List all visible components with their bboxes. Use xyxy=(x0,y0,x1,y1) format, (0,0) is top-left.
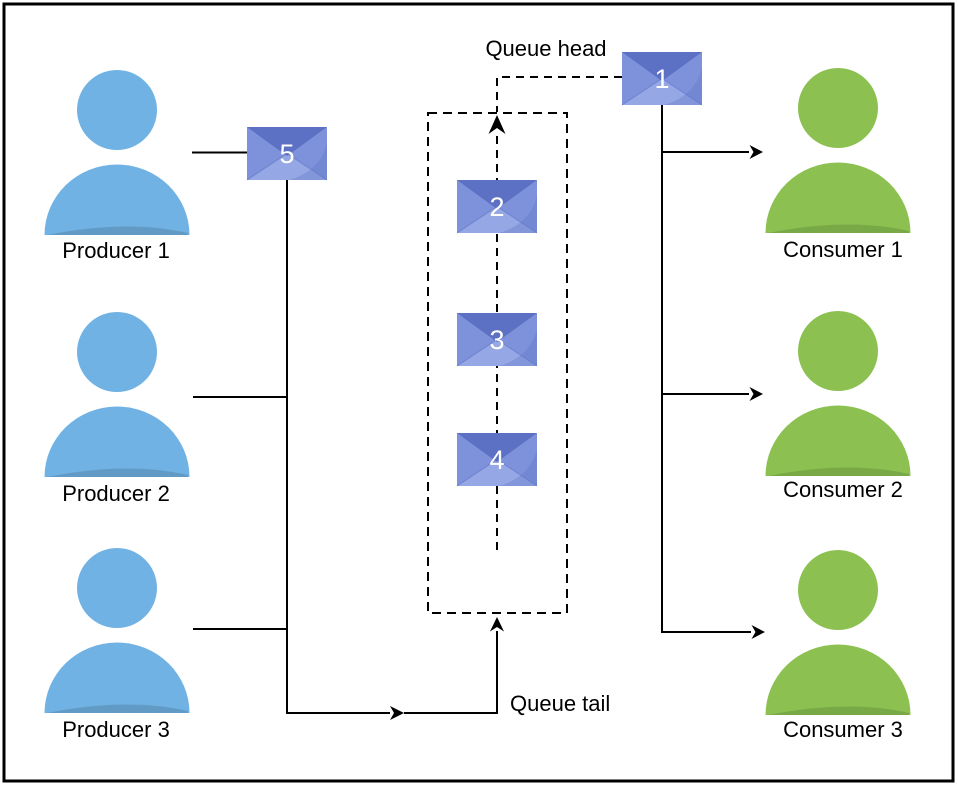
queue-head-dashed-connector xyxy=(496,76,622,112)
envelope-1: 1 xyxy=(621,51,703,106)
connector-queue-head-stem xyxy=(661,103,765,639)
envelope-number: 3 xyxy=(489,325,504,355)
producer-icon xyxy=(44,312,190,477)
producer-1-label: Producer 1 xyxy=(62,238,170,263)
envelope-number: 5 xyxy=(279,139,294,169)
consumer-2: Consumer 2 xyxy=(765,311,911,502)
envelope-5: 5 xyxy=(246,126,328,181)
arrow-to-consumer3-icon xyxy=(751,625,765,639)
queue-box xyxy=(427,76,622,614)
producer-1: Producer 1 xyxy=(44,70,190,263)
consumer-1-label: Consumer 1 xyxy=(783,237,903,262)
queue-boundary xyxy=(427,112,568,614)
producer-icon xyxy=(44,548,190,713)
consumer-3: Consumer 3 xyxy=(765,550,911,742)
consumer-3-label: Consumer 3 xyxy=(783,717,903,742)
consumer-1: Consumer 1 xyxy=(765,68,911,262)
envelope-4: 4 xyxy=(456,432,538,487)
producer-2-label: Producer 2 xyxy=(62,481,170,506)
producer-3-label: Producer 3 xyxy=(62,717,170,742)
connector-to-queue-tail xyxy=(404,617,504,714)
arrow-to-consumer1-icon xyxy=(749,145,763,159)
arrow-to-consumer2-icon xyxy=(749,387,763,401)
envelope-number: 2 xyxy=(489,192,504,222)
connector-producer-bus xyxy=(286,180,404,720)
producer-3: Producer 3 xyxy=(44,548,190,742)
queue-tail-label: Queue tail xyxy=(510,691,610,716)
producer-2: Producer 2 xyxy=(44,312,190,506)
envelope-number: 1 xyxy=(654,64,669,94)
arrow-right-icon xyxy=(390,706,404,720)
envelope-2: 2 xyxy=(456,179,538,234)
consumer-2-label: Consumer 2 xyxy=(783,477,903,502)
consumer-icon xyxy=(765,68,911,233)
producer-icon xyxy=(44,70,190,235)
consumer-icon xyxy=(765,311,911,476)
envelope-3: 3 xyxy=(456,312,538,367)
queue-flow-arrow-up-icon xyxy=(488,115,506,134)
arrow-up-icon xyxy=(490,617,504,632)
queue-head-label: Queue head xyxy=(485,36,606,61)
envelope-number: 4 xyxy=(489,445,504,475)
consumer-icon xyxy=(765,550,911,715)
